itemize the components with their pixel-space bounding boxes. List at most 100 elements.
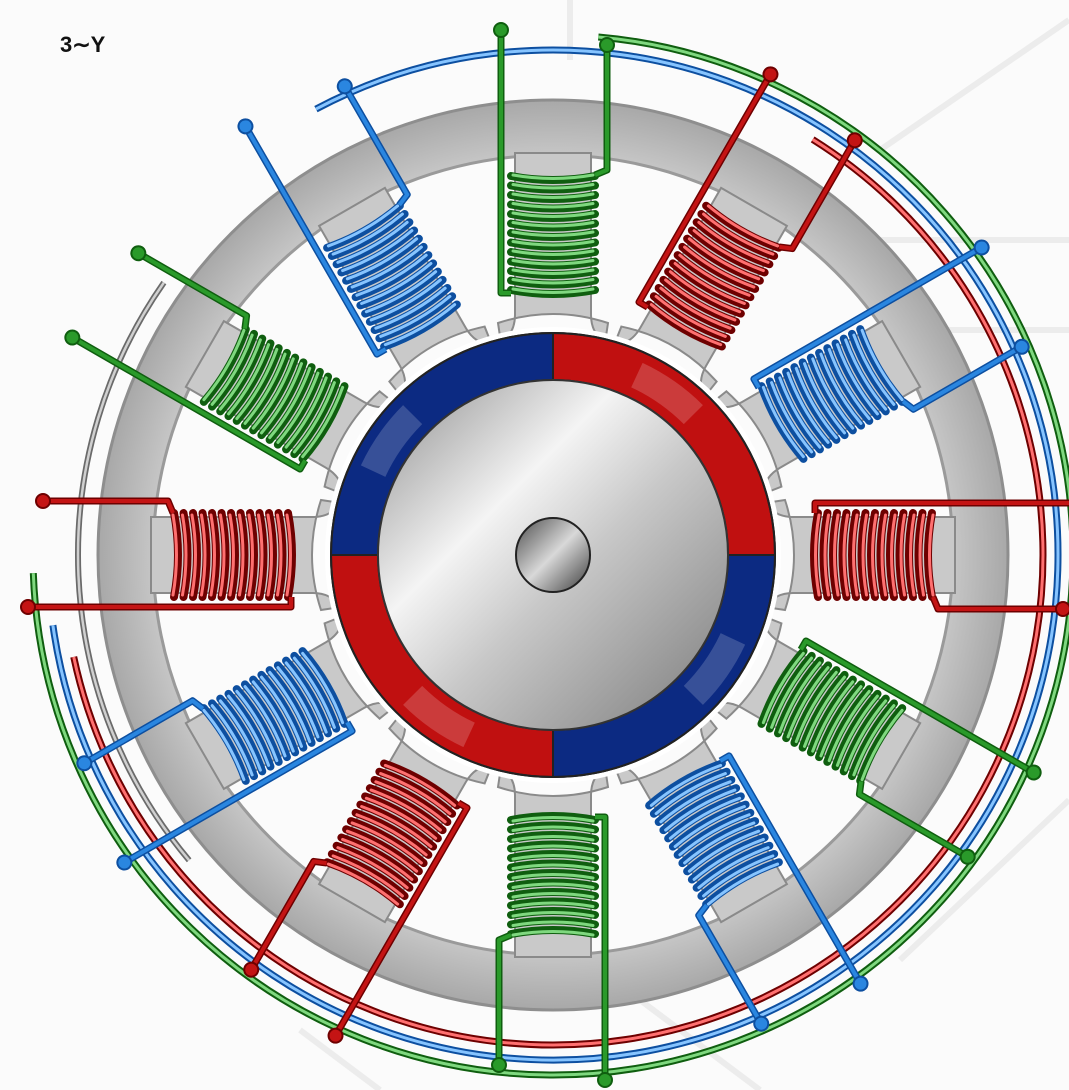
outer-leads [29, 33, 1069, 1079]
coil-turn-highlight [861, 513, 868, 597]
stator-coil [635, 66, 863, 351]
coil-turn-highlight [511, 854, 595, 861]
coil-lead-core [137, 251, 249, 329]
coil-turn-highlight [511, 825, 595, 832]
coil-turn-highlight [268, 670, 312, 744]
coil-turn-highlight [251, 357, 295, 430]
stator-coil [493, 22, 615, 298]
coil-turn-highlight [511, 202, 595, 209]
coil-turn-highlight [761, 651, 805, 725]
phase-ring-highlight [31, 35, 1069, 1077]
coil-turn-highlight [210, 704, 254, 777]
rotor-shaft [515, 517, 591, 593]
terminal-dot [852, 975, 869, 992]
coil-turn-highlight [706, 862, 780, 906]
terminal-dot [1055, 601, 1069, 617]
coil-turn-highlight [341, 837, 414, 881]
coil-turn-highlight [890, 513, 897, 597]
coil-turn-highlight [811, 357, 855, 430]
coil-lead-core [857, 781, 969, 859]
coil-turn-highlight [659, 286, 732, 330]
coil-lead-core [799, 638, 1035, 775]
coil-turn-highlight [345, 237, 419, 281]
coil-turn-highlight [228, 513, 235, 597]
coil-turn-highlight [794, 366, 838, 440]
coil-turn-highlight [511, 844, 595, 851]
coil-turn-highlight [374, 780, 447, 824]
coil-turn-highlight [218, 699, 262, 772]
stator-coil [491, 812, 613, 1088]
coil-turn-highlight [770, 381, 814, 454]
coil-turn-highlight [697, 220, 770, 264]
coil-turn-highlight [778, 661, 822, 734]
coil-turn-highlight [355, 253, 428, 297]
terminal-dot [959, 848, 976, 865]
coil-turn-highlight [292, 381, 336, 454]
coil-turn-highlight [369, 788, 442, 832]
coil-lead-core [813, 501, 1069, 513]
coil-turn-highlight [702, 212, 775, 256]
coil-lead-core [249, 859, 327, 971]
terminal-dot [35, 493, 51, 509]
terminal-dot [1013, 338, 1030, 355]
connection-label: 3∼Y [60, 32, 106, 57]
coil-turn-highlight [209, 513, 216, 597]
stator-coil [64, 245, 349, 473]
coil-turn-highlight [823, 513, 830, 597]
rotor-magnet-sheen [403, 685, 475, 748]
coil-turn-highlight [664, 788, 737, 832]
coil-turn-highlight [350, 245, 423, 289]
coil-turn-highlight [819, 685, 863, 758]
coil-turn-highlight [511, 278, 595, 285]
coil-turn-highlight [842, 513, 849, 597]
stator-coil [645, 752, 869, 1032]
coil-lead-core [751, 245, 983, 389]
coil-turn-highlight [374, 286, 447, 330]
coil-turn-highlight [345, 829, 419, 873]
coil-turn-highlight [664, 278, 737, 322]
coil-turn-highlight [260, 362, 304, 435]
coil-turn-highlight [511, 863, 595, 870]
coil-lead-core [243, 125, 387, 357]
coil-turn-highlight [802, 675, 846, 748]
coil-turn-highlight [511, 882, 595, 889]
coil-turn-highlight [202, 328, 246, 402]
coil-turn-highlight [687, 237, 761, 281]
stator-coil [20, 493, 296, 615]
coil-lead-core [931, 596, 1063, 611]
coil-turn-highlight [511, 920, 595, 927]
coil-turn-highlight [802, 362, 846, 435]
terminal-dot [846, 132, 863, 149]
coil-turn-highlight [511, 816, 595, 823]
coil-turn-highlight [835, 694, 879, 767]
coil-lead-core [83, 698, 205, 765]
coil-turn-highlight [706, 204, 780, 248]
coil-turn-highlight [227, 694, 271, 767]
coil-turn-highlight [511, 901, 595, 908]
coil-turn-highlight [268, 366, 312, 440]
coil-turn-highlight [284, 661, 328, 734]
coil-turn-highlight [683, 245, 756, 289]
coil-turn-highlight [235, 689, 279, 763]
coil-turn-highlight [227, 343, 271, 416]
coil-lead-core [696, 903, 763, 1025]
coil-lead-core [594, 45, 609, 177]
rotor-magnet-sheen [683, 633, 746, 705]
coil-lead-core [901, 345, 1023, 412]
coil-turn-highlight [852, 704, 896, 777]
coil-turn-highlight [301, 651, 345, 725]
phase-ring-highlight [51, 48, 1060, 1062]
rotor [325, 327, 781, 783]
terminal-dot [599, 37, 615, 53]
coil-turn-highlight [654, 772, 727, 816]
coil-lead-core [636, 73, 773, 309]
coil-turn-highlight [200, 513, 207, 597]
coil-turn-highlight [326, 862, 400, 906]
coil-turn-highlight [511, 240, 595, 247]
coil-turn-highlight [511, 211, 595, 218]
stator-coil [76, 647, 356, 871]
coil-turn-highlight [511, 183, 595, 190]
coil-turn-highlight [928, 513, 935, 597]
coil-turn-highlight [247, 513, 254, 597]
terminal-dot [20, 599, 36, 615]
